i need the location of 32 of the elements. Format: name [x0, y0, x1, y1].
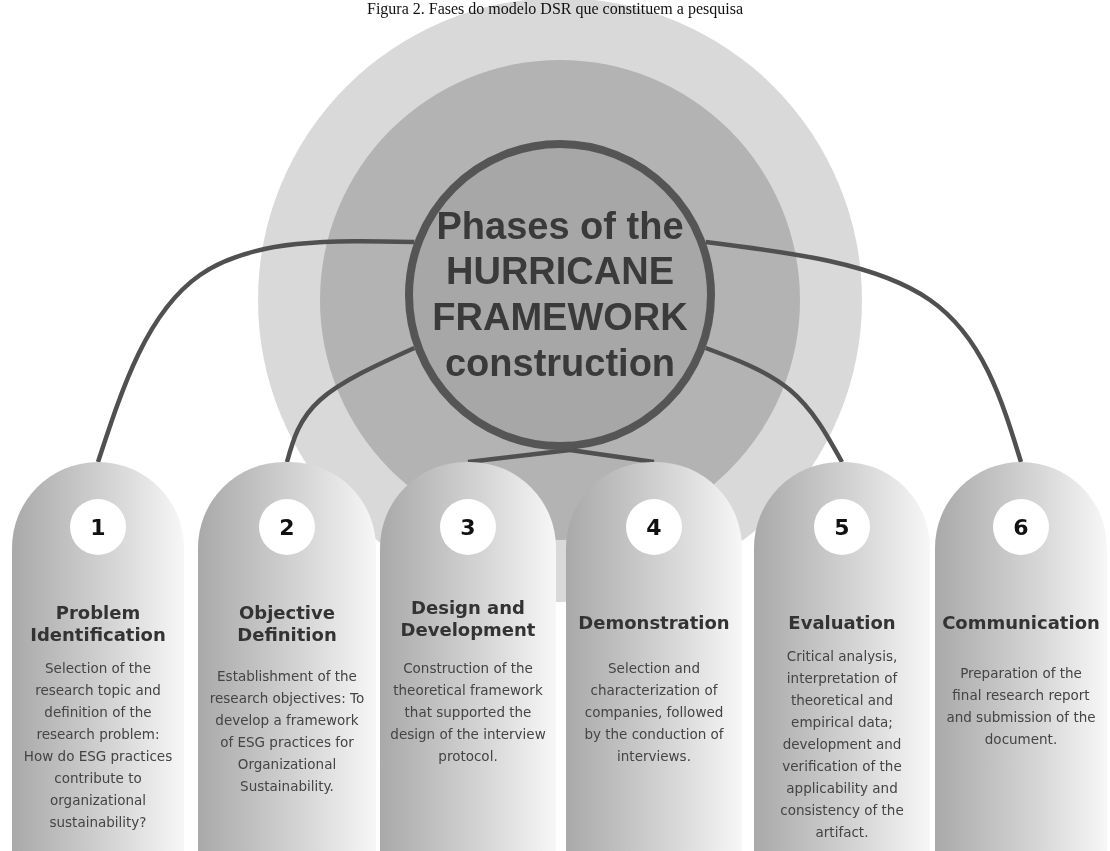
figure-title: Figura 2. Fases do modelo DSR que constituem a pesquisa: [367, 0, 743, 18]
phase-heading: Demonstration: [577, 612, 731, 634]
step-number-circle: 5: [814, 499, 870, 555]
phase-description: Establishment of the research objectives: To develop a framework of ESG practices for Organizational Sustainability.: [208, 667, 366, 796]
phase-pill: [12, 462, 184, 851]
phase-description: Preparation of the final research report and submission of the document.: [945, 664, 1097, 749]
phase-heading: Objective Definition: [236, 602, 338, 646]
step-number-circle: 2: [259, 499, 315, 555]
phase-pill: [935, 462, 1107, 851]
step-number-circle: 4: [626, 499, 682, 555]
step-number-circle: 3: [440, 499, 496, 555]
center-title: Phases of the HURRICANE FRAMEWORK construction: [431, 203, 689, 386]
connector-line: [284, 345, 416, 463]
phase-pill: [566, 462, 742, 851]
phase-description: Critical analysis, interpretation of theoretical and empirical data; development and verification of the applicability and consistency of the artifact.: [779, 647, 905, 842]
connector-line: [569, 447, 655, 465]
connector-line: [95, 238, 415, 463]
phase-heading: Design and Development: [399, 597, 537, 641]
phase-heading: Problem Identification: [29, 602, 167, 646]
phase-heading: Communication: [941, 612, 1101, 634]
step-number-circle: 6: [993, 499, 1049, 555]
phase-pill: [198, 462, 376, 851]
phase-pill: [380, 462, 556, 851]
phase-pill: [754, 462, 930, 851]
phase-description: Selection and characterization of companies, followed by the conduction of interviews.: [583, 659, 725, 766]
phase-heading: Evaluation: [787, 612, 897, 634]
connector-line: [704, 345, 844, 464]
phase-description: Selection of the research topic and definition of the research problem: How do ESG practices contribute to organizational sustainability?: [22, 659, 174, 832]
connector-line: [467, 447, 571, 465]
step-number-circle: 1: [70, 499, 126, 555]
connector-line: [705, 239, 1024, 463]
phase-description: Construction of the theoretical framework that supported the design of the interview protocol.: [390, 659, 546, 766]
